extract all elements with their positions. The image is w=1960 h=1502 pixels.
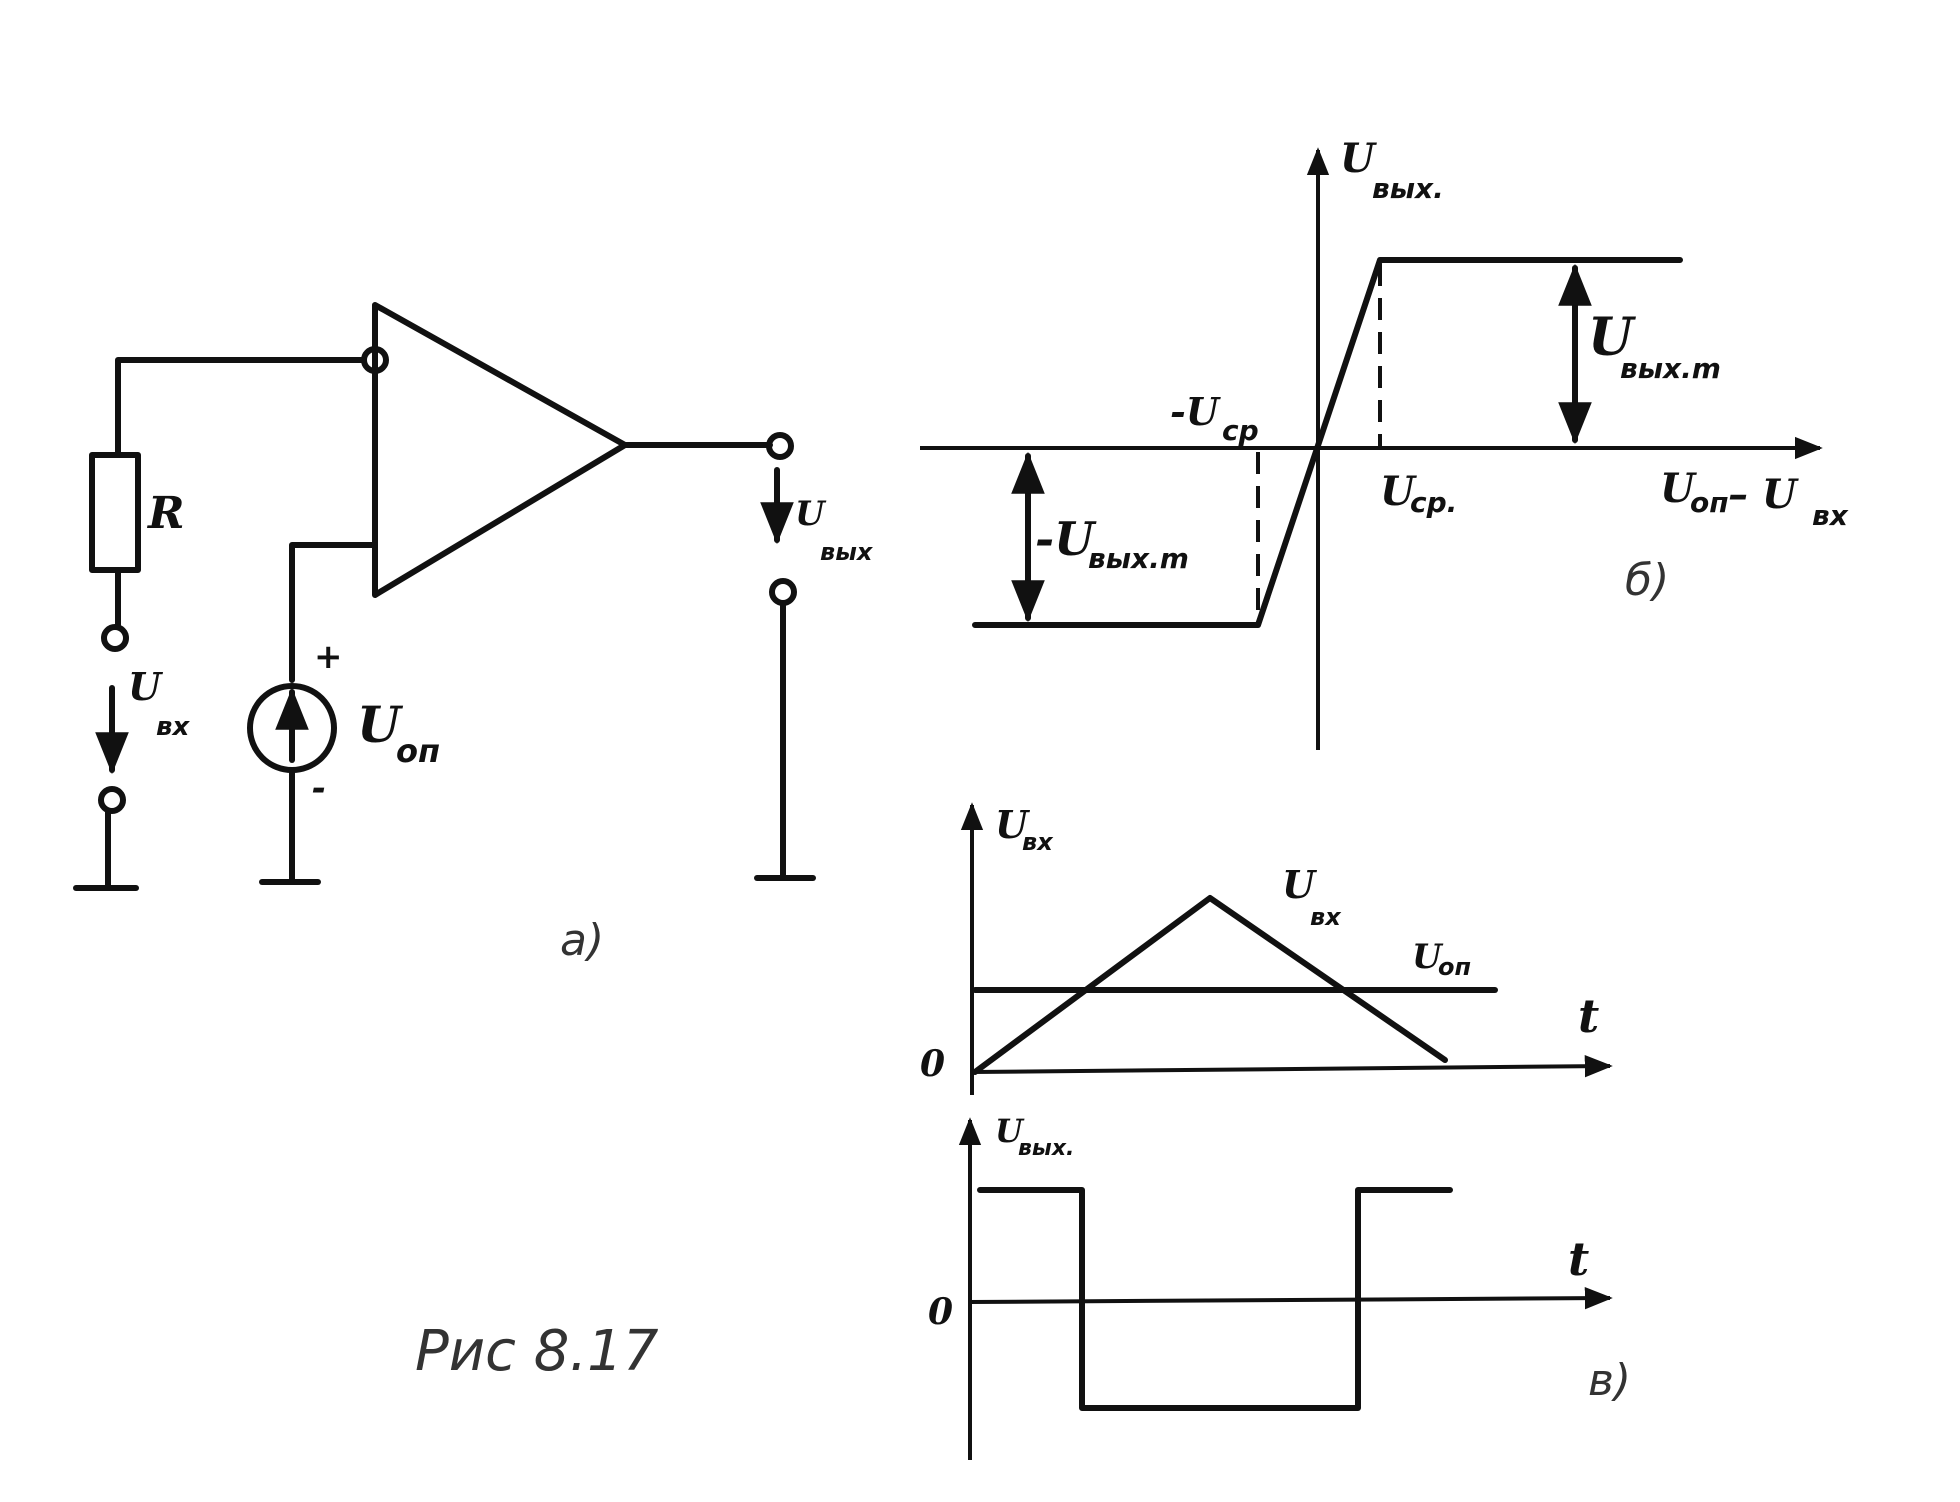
op-amp-triangle	[372, 302, 628, 598]
top-y-axis-label: U	[995, 802, 1031, 847]
output-voltage-label: U	[795, 494, 827, 534]
circuit-panel: R U вх U оп + - U вых а)	[73, 302, 874, 966]
vmin-label: -U	[1035, 512, 1097, 566]
top-t-label: t	[1578, 989, 1599, 1043]
vmax-label: U	[1588, 307, 1636, 368]
output-terminal-bottom	[769, 578, 797, 606]
resistor-label: R	[146, 488, 185, 539]
input-voltage-sub: вх	[156, 712, 190, 742]
input-voltage-label: U	[128, 664, 164, 709]
x-axis-label-b: – U	[1728, 471, 1799, 518]
figure-caption: Рис 8.17	[415, 1319, 659, 1384]
x-axis-label-a: U	[1660, 465, 1697, 512]
transfer-curve	[972, 257, 1683, 628]
output-voltage-sub: вых	[820, 538, 874, 566]
plus-sign: +	[314, 637, 343, 677]
top-t-axis	[971, 1055, 1613, 1078]
output-terminal-top	[766, 432, 794, 460]
bottom-t-axis	[969, 1286, 1613, 1310]
input-terminal-top	[101, 624, 129, 652]
panel-label-b: б)	[1625, 555, 1669, 606]
resistor	[89, 452, 141, 573]
input-wire	[115, 357, 367, 458]
reference-voltage-sub: оп	[396, 732, 440, 770]
bottom-y-axis-sub: вых.	[1018, 1136, 1074, 1161]
top-zero-label: 0	[920, 1043, 945, 1085]
pos-threshold-label: U	[1380, 468, 1417, 515]
neg-threshold-sub: ср	[1222, 414, 1259, 447]
reference-level-sub: оп	[1438, 953, 1471, 981]
vmin-sub: вых.m	[1088, 542, 1189, 575]
minus-sign: -	[312, 769, 326, 809]
reference-level-label: U	[1412, 937, 1444, 977]
reference-voltage-label: U	[357, 695, 404, 754]
output-square-wave	[977, 1187, 1453, 1411]
reference-wire	[289, 542, 378, 683]
input-curve-label: U	[1282, 862, 1318, 907]
panel-label-c: в)	[1588, 1355, 1631, 1406]
input-triangle-wave	[972, 895, 1448, 1075]
transfer-panel: U вых. U вых.m -U вых.m -U ср U ср. U оп…	[920, 135, 1849, 750]
input-curve-sub: вх	[1310, 903, 1342, 931]
bottom-zero-label: 0	[928, 1291, 953, 1333]
input-terminal-bottom	[98, 786, 126, 814]
y-axis-label: U	[1340, 135, 1377, 182]
panel-label-a: а)	[560, 915, 604, 966]
top-y-axis-sub: вх	[1022, 828, 1054, 856]
bottom-t-label: t	[1568, 1232, 1589, 1286]
y-axis-sub: вых.	[1372, 172, 1444, 205]
vmax-sub: вых.m	[1620, 352, 1721, 385]
neg-threshold-label: -U	[1170, 389, 1222, 434]
x-axis-label-b-sub: вх	[1812, 499, 1849, 532]
pos-threshold-sub: ср.	[1410, 486, 1457, 519]
bottom-y-axis-label: U	[995, 1112, 1025, 1150]
x-axis-label-a-sub: оп	[1690, 486, 1729, 519]
timing-panel: U вх U вх U оп t 0 U вых. t 0 в)	[920, 802, 1631, 1460]
